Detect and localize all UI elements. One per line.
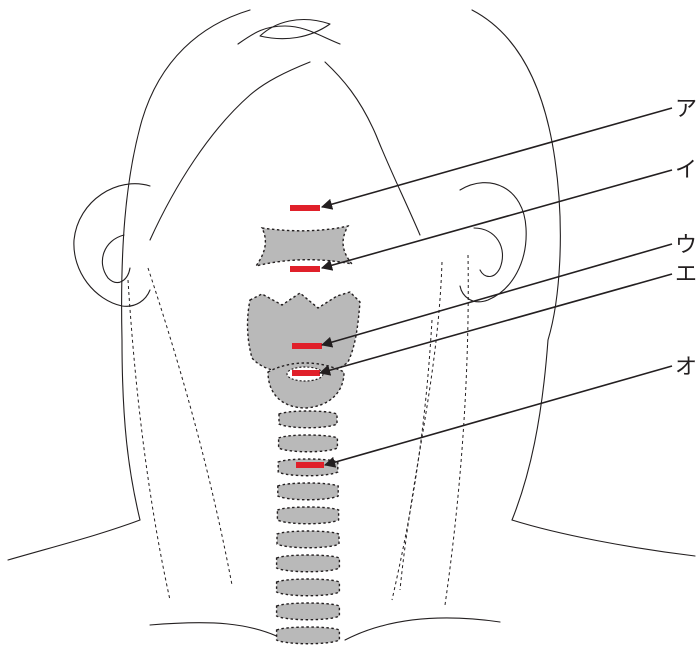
neck-right-side <box>512 340 548 520</box>
muscle-right-mid <box>392 320 432 600</box>
head-outline-right <box>472 10 560 340</box>
left-shoulder <box>8 520 140 560</box>
leader-a <box>322 108 672 207</box>
muscle-right-inner <box>400 262 442 590</box>
right-shoulder <box>512 520 695 556</box>
jaw-line-right <box>325 62 420 235</box>
tracheal-ring <box>277 579 340 596</box>
leader-arrows <box>320 108 672 465</box>
head-outline <box>122 10 250 340</box>
tracheal-ring <box>277 603 340 620</box>
neck-left-side <box>122 340 140 520</box>
leader-o <box>325 366 672 465</box>
tracheal-ring <box>277 555 340 572</box>
label-e: エ <box>675 264 697 286</box>
marker-o <box>296 462 324 468</box>
tracheal-ring <box>279 435 338 452</box>
tracheal-ring <box>277 507 338 524</box>
marker-u <box>292 343 322 349</box>
muscle-left-inner <box>148 268 232 585</box>
hyoid-bone <box>256 226 352 266</box>
left-ear <box>74 184 150 307</box>
collar-left <box>150 623 285 640</box>
right-ear <box>460 183 526 302</box>
label-o: オ <box>675 357 697 379</box>
muscle-left-outer <box>128 280 170 600</box>
label-u: ウ <box>675 235 697 257</box>
leader-u <box>322 244 672 345</box>
tracheal-ring <box>277 531 339 548</box>
marker-e <box>292 370 320 376</box>
label-i: イ <box>675 160 697 182</box>
lips <box>260 20 330 39</box>
cartilages <box>248 226 360 644</box>
leader-e <box>320 274 672 373</box>
marker-a <box>290 205 320 211</box>
chin-line <box>238 26 340 44</box>
tracheal-ring <box>279 411 337 428</box>
tracheal-ring <box>278 483 338 500</box>
jaw-line-left <box>150 62 310 240</box>
left-ear-inner <box>102 235 130 283</box>
marker-i <box>290 266 320 272</box>
right-ear-inner <box>474 228 502 277</box>
label-a: ア <box>675 99 697 121</box>
tracheal-ring <box>277 627 340 644</box>
collar-right <box>345 618 500 640</box>
